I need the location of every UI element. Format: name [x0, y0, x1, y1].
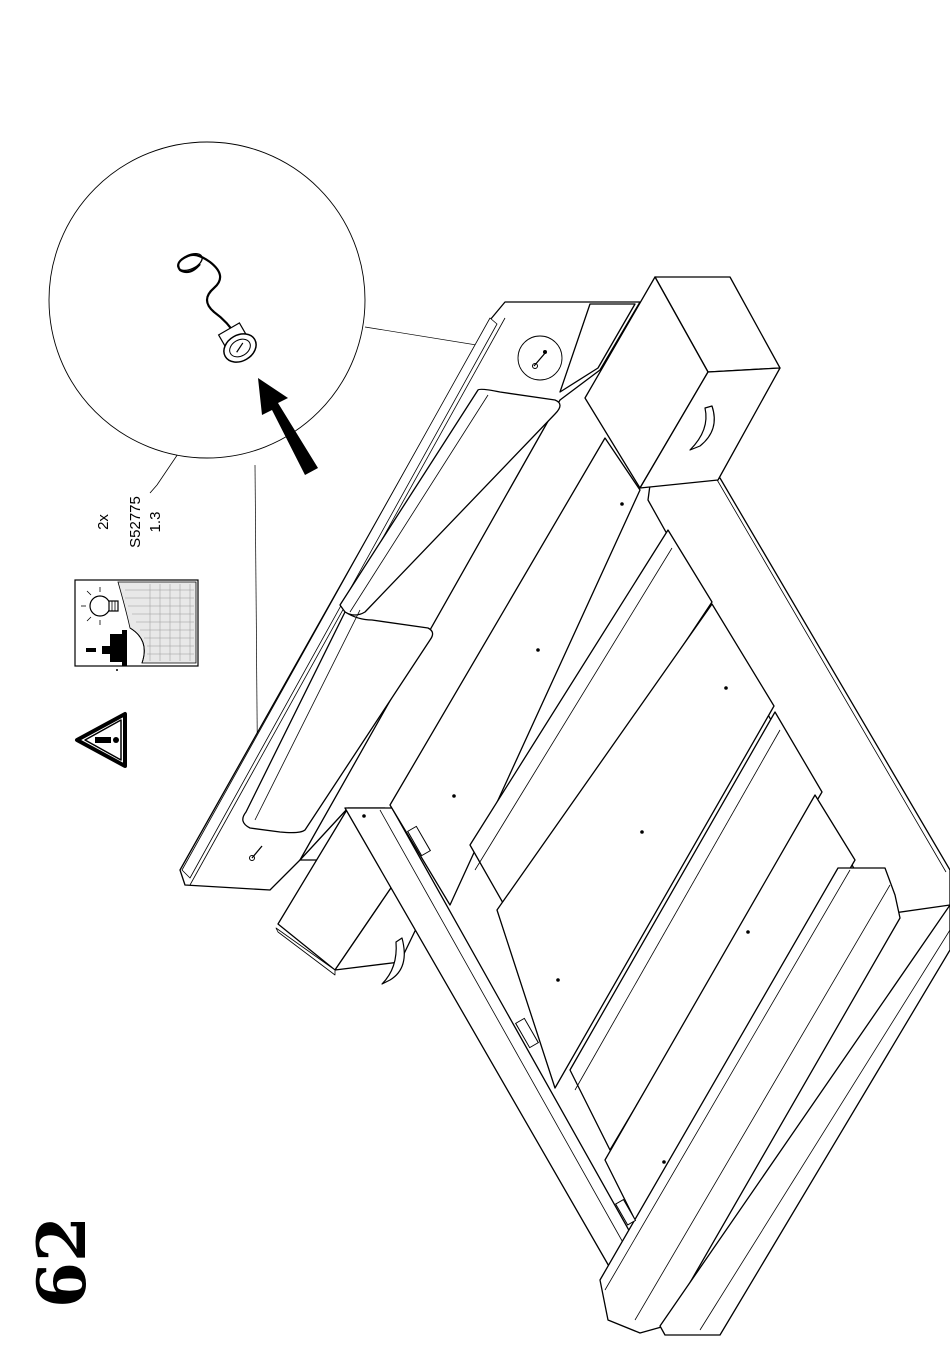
- step-number: 62: [23, 1216, 101, 1308]
- callout-part-number: S52775: [127, 496, 144, 548]
- callout-quantity: 2x: [95, 514, 112, 530]
- warning-triangle-icon: [77, 714, 125, 766]
- info-lightbulb-icon: [75, 580, 198, 671]
- callout-reference: 1.3: [147, 512, 164, 533]
